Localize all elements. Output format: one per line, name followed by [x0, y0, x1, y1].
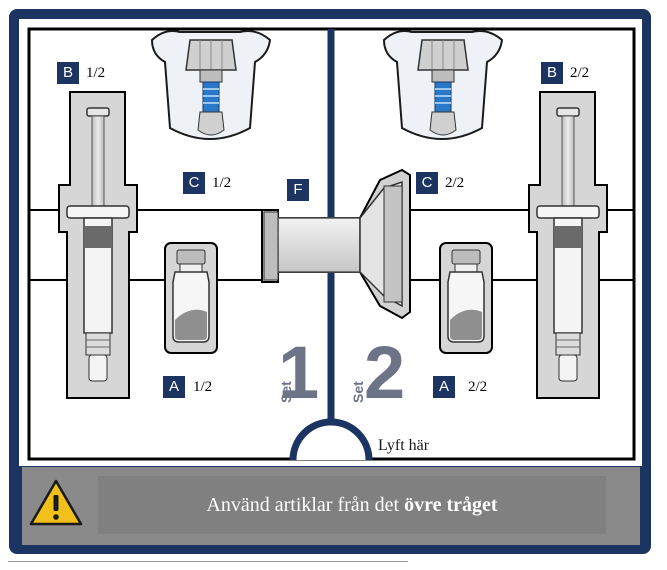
banner-text-panel: Använd artiklar från det övre tråget [98, 476, 606, 534]
label-f: F [287, 179, 309, 201]
warning-banner: Använd artiklar från det övre tråget [22, 467, 640, 545]
vial-adapter-left [150, 30, 272, 140]
set-1-number: 1 [278, 331, 320, 414]
label-a-left-fraction: 1/2 [193, 379, 213, 395]
label-a-right: A [433, 376, 455, 398]
label-a-right-fraction: 2/2 [468, 379, 488, 395]
label-a-left: A [163, 376, 185, 398]
label-b-left-fraction: 1/2 [86, 65, 106, 81]
component-f [261, 168, 411, 320]
label-b-left: B [57, 62, 79, 84]
lift-tab [289, 418, 373, 461]
vial-adapter-right [382, 30, 504, 140]
vial-right [439, 242, 493, 354]
label-b-right-fraction: 2/2 [570, 65, 590, 81]
banner-text: Använd artiklar från det övre tråget [98, 476, 606, 534]
syringe-left [58, 91, 138, 399]
vial-left [164, 242, 218, 354]
set-2-number: 2 [364, 331, 406, 414]
warning-triangle-icon [29, 479, 83, 526]
syringe-right [528, 91, 608, 399]
banner-text-regular: Använd artiklar från det [206, 493, 400, 516]
label-b-right: B [541, 62, 563, 84]
label-c-right-fraction: 2/2 [445, 175, 465, 191]
bottom-rule [8, 561, 408, 562]
label-c-left: C [183, 172, 205, 194]
label-c-right: C [416, 172, 438, 194]
lift-here-label: Lyft här [378, 437, 430, 454]
label-c-left-fraction: 1/2 [212, 175, 232, 191]
banner-text-bold: övre tråget [404, 493, 498, 516]
